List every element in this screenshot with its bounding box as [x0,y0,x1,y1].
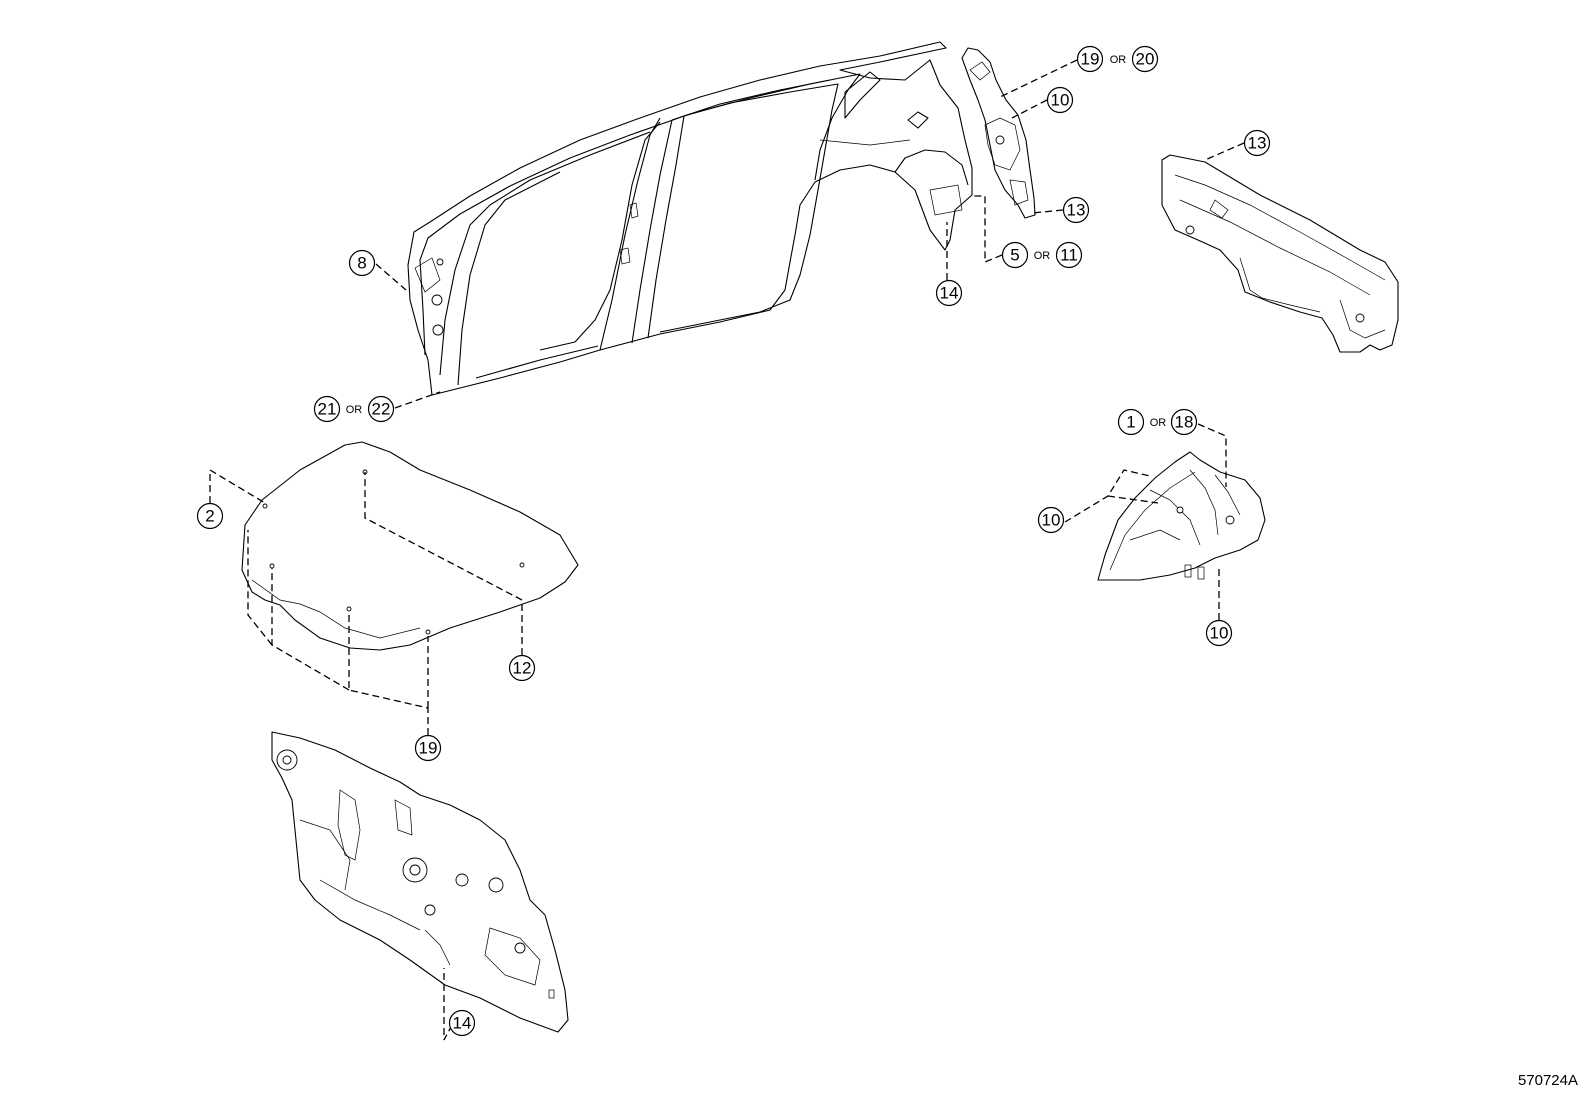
callout-number: 12 [513,659,532,678]
callout-10-apron-bottom: 10 [1205,619,1233,647]
leader-lines [209,59,1245,1041]
side-outer-panel [407,41,973,396]
callout-19-or-20: 19 OR 20 [1076,45,1159,73]
callout-19-hood: 19 [414,734,442,762]
callout-13-pillar: 13 [1062,196,1090,224]
callout-14-dash: 14 [448,1009,476,1037]
dash-panel-insulator [271,731,569,1033]
callout-or: OR [1110,54,1127,66]
callout-14-wheelhouse: 14 [935,279,963,307]
callout-number: 14 [453,1014,472,1033]
callout-number: 13 [1248,134,1267,153]
callout-1-or-18: 1 OR 18 [1117,408,1198,436]
rear-body-panel [1161,154,1399,353]
callout-number: 10 [1042,511,1061,530]
callout-number: 10 [1210,624,1229,643]
callout-10-pillar: 10 [1046,86,1074,114]
callout-number: 5 [1010,246,1019,265]
callout-number: 2 [205,507,214,526]
diagram-code: 570724A [1517,1072,1578,1089]
hood-panel [241,441,579,651]
callout-13-rear-panel: 13 [1243,129,1271,157]
callout-12-hood: 12 [508,654,536,682]
callout-number: 22 [372,400,391,419]
callout-number: 1 [1126,413,1135,432]
callout-number: 21 [318,400,337,419]
callout-or: OR [1150,417,1167,429]
callout-10-apron-left: 10 [1037,506,1065,534]
front-apron-assembly [1097,451,1266,581]
callout-2-hood: 2 [196,502,224,530]
callout-or: OR [346,404,363,416]
callout-number: 13 [1067,201,1086,220]
pillar-reinforcement [961,47,1036,219]
callout-or: OR [1034,250,1051,262]
callout-number: 19 [1081,50,1100,69]
callout-number: 19 [419,739,438,758]
callout-number: 11 [1060,246,1078,265]
callout-number: 20 [1136,50,1155,69]
callout-number: 8 [357,254,366,273]
callout-number: 14 [940,284,959,303]
callout-8-side: 8 [348,249,376,277]
callout-number: 10 [1051,91,1070,110]
callout-number: 18 [1175,413,1194,432]
callout-5-or-11: 5 OR 11 [1001,241,1083,269]
callout-21-or-22: 21 OR 22 [313,395,395,423]
